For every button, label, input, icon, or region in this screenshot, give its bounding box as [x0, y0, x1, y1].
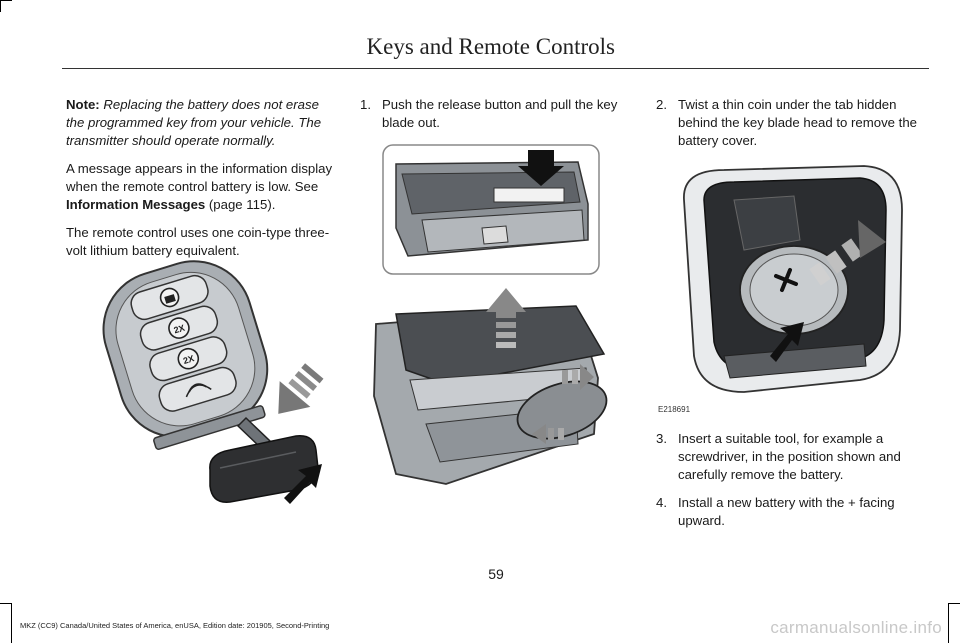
- crop-mark: [0, 0, 1, 12]
- remote-start-icon: [177, 347, 200, 370]
- step-number: 2.: [656, 97, 667, 112]
- information-messages-link[interactable]: Information Messages: [66, 197, 206, 212]
- plus-symbol-icon: [774, 268, 798, 292]
- crop-mark: [11, 603, 12, 643]
- key-fob-bottom: [153, 405, 266, 450]
- crop-mark: [948, 603, 960, 604]
- tool-insert-arrow: [532, 424, 564, 444]
- lift-cover-arrow: [486, 288, 526, 348]
- watermark: carmanualsonline.info: [770, 618, 942, 637]
- fob-circuit-area: [733, 195, 801, 251]
- remove-battery-arrow: [562, 364, 594, 390]
- remote-start-icon-label: 2X: [182, 353, 195, 366]
- paragraph-text: (page 115).: [205, 197, 276, 212]
- unlock-icon-label: 2X: [173, 323, 186, 336]
- figure-id: E218691: [658, 405, 691, 414]
- step-3: 3. Insert a suitable tool, for example a…: [656, 430, 926, 484]
- unlock-icon: [168, 317, 190, 339]
- step-text: Install a new battery with the + facing …: [678, 495, 895, 528]
- fob-bottom-edge: [723, 343, 867, 379]
- step-text: Insert a suitable tool, for example a sc…: [678, 431, 901, 482]
- header-divider: [62, 68, 929, 69]
- pull-direction-arrow: [278, 363, 324, 414]
- crop-mark: [0, 603, 12, 604]
- edition-footer: MKZ (CC9) Canada/United States of Americ…: [20, 621, 330, 630]
- right-column-steps: 3. Insert a suitable tool, for example a…: [656, 430, 926, 530]
- note-text: Replacing the battery does not erase the…: [66, 97, 322, 148]
- step-text: Push the release button and pull the key…: [382, 97, 618, 130]
- coin-battery: [516, 380, 608, 440]
- right-column: 2. Twist a thin coin under the tab hidde…: [656, 96, 926, 150]
- crop-mark: [0, 0, 12, 1]
- twist-direction-arrow: [809, 220, 886, 286]
- crop-mark: [948, 603, 949, 643]
- note-label: Note:: [66, 97, 100, 112]
- note-paragraph: Note: Replacing the battery does not era…: [66, 96, 338, 150]
- trunk-button: [158, 366, 237, 412]
- left-column: Note: Replacing the battery does not era…: [66, 96, 338, 270]
- step-text: Twist a thin coin under the tab hidden b…: [678, 97, 918, 148]
- push-arrow-icon: [284, 464, 322, 504]
- step-2: 2. Twist a thin coin under the tab hidde…: [656, 96, 926, 150]
- key-fob-illustration: 2X 2X: [102, 260, 324, 504]
- paragraph-text: A message appears in the information dis…: [66, 161, 333, 194]
- page-number: 59: [488, 566, 504, 582]
- middle-column: 1. Push the release button and pull the …: [360, 96, 640, 132]
- key-blade-head: [209, 435, 319, 503]
- step-number: 3.: [656, 431, 667, 446]
- key-head-detail: [219, 451, 297, 469]
- key-blade-slot: [493, 187, 565, 203]
- lock-icon-body: [164, 294, 176, 304]
- trunk-icon-wave: [185, 384, 212, 398]
- release-button-inset: [382, 144, 600, 275]
- push-arrow-icon: [518, 150, 564, 186]
- coin-battery-face: [749, 253, 839, 327]
- release-button: [481, 225, 509, 245]
- battery-message-paragraph: A message appears in the information dis…: [66, 160, 338, 214]
- battery-cover-removal-illustration: [683, 165, 903, 393]
- coin-insert-arrow-icon: [770, 322, 804, 362]
- step-number: 1.: [360, 97, 371, 112]
- battery-type-paragraph: The remote control uses one coin-type th…: [66, 225, 330, 258]
- step-number: 4.: [656, 495, 667, 510]
- fob-top-face: [401, 171, 581, 215]
- page-title: Keys and Remote Controls: [366, 34, 616, 59]
- battery-compartment-illustration: [373, 288, 608, 485]
- step-4: 4. Install a new battery with the + faci…: [656, 494, 926, 530]
- step-1: 1. Push the release button and pull the …: [360, 96, 640, 132]
